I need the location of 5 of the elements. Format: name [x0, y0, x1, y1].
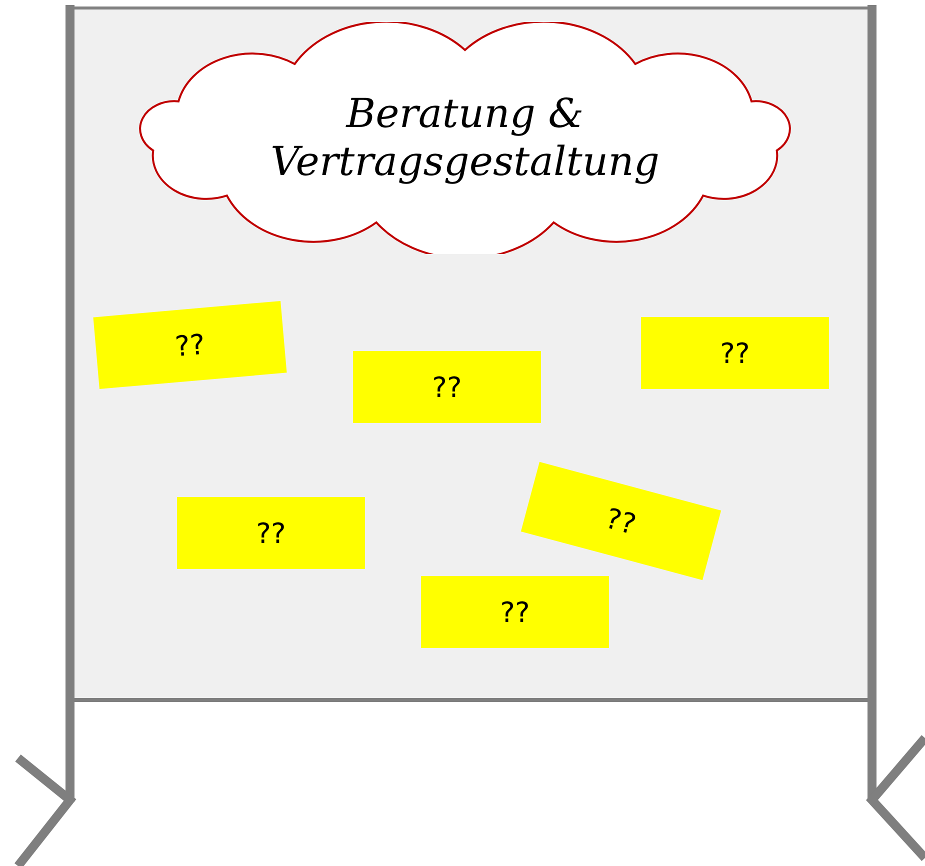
cloud-title: Beratung & Vertragsgestaltung: [270, 90, 660, 186]
sticky-note: ??: [177, 497, 365, 569]
sticky-note: ??: [353, 351, 541, 423]
sticky-note: ??: [421, 576, 609, 648]
sticky-note: ??: [641, 317, 829, 389]
